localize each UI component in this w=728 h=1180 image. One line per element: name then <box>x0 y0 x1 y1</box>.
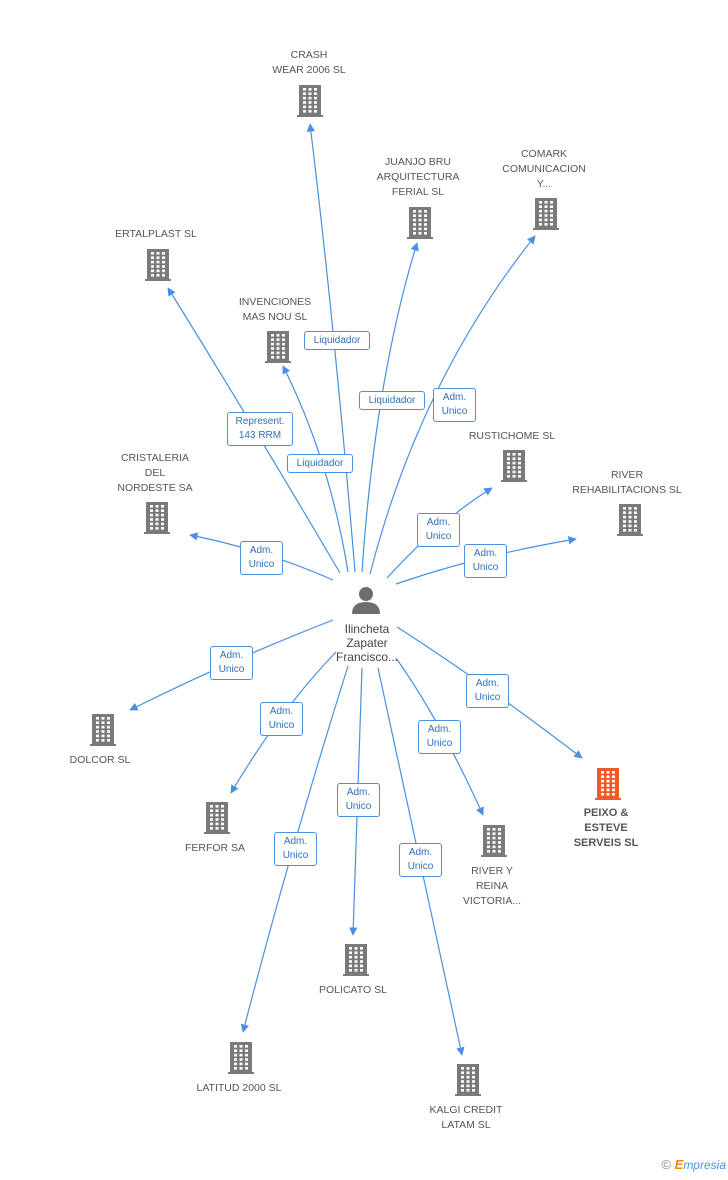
role-badge-comark[interactable]: Adm. Unico <box>433 388 476 422</box>
role-badge-rustichome[interactable]: Adm. Unico <box>417 513 460 547</box>
company-label-juanjo[interactable]: JUANJO BRU ARQUITECTURA FERIAL SL <box>376 156 460 198</box>
role-badge-policato[interactable]: Adm. Unico <box>337 783 380 817</box>
role-badge-peixo[interactable]: Adm. Unico <box>466 674 509 708</box>
center-person-label[interactable]: Ilincheta Zapater Francisco... <box>335 622 398 664</box>
footer-credit: © Empresia <box>661 1157 726 1172</box>
role-badge-cristaleria[interactable]: Adm. Unico <box>240 541 283 575</box>
company-label-latitud[interactable]: LATITUD 2000 SL <box>196 1082 282 1094</box>
building-icon-crash[interactable] <box>297 85 323 117</box>
building-icon-cristaleria[interactable] <box>144 502 170 534</box>
company-label-policato[interactable]: POLICATO SL <box>319 984 387 996</box>
building-icon-peixo[interactable] <box>595 768 621 800</box>
company-label-rustichome[interactable]: RUSTICHOME SL <box>468 430 556 442</box>
company-label-invenciones[interactable]: INVENCIONES MAS NOU SL <box>238 296 312 323</box>
company-label-cristaleria[interactable]: CRISTALERIA DEL NORDESTE SA <box>117 452 193 494</box>
building-icon-policato[interactable] <box>343 944 369 976</box>
role-badge-crash[interactable]: Liquidador <box>304 331 370 350</box>
building-icon-latitud[interactable] <box>228 1042 254 1074</box>
brand-logo-initial: E <box>674 1157 684 1172</box>
role-badge-ferfor[interactable]: Adm. Unico <box>260 702 303 736</box>
building-icon-river_rehab[interactable] <box>617 504 643 536</box>
company-label-ertalplast[interactable]: ERTALPLAST SL <box>115 228 197 240</box>
role-badge-dolcor[interactable]: Adm. Unico <box>210 646 253 680</box>
company-label-dolcor[interactable]: DOLCOR SL <box>69 754 131 766</box>
role-badge-invenciones[interactable]: Liquidador <box>287 454 353 473</box>
brand-logo-text[interactable]: mpresia <box>683 1158 726 1172</box>
building-icon-kalgi[interactable] <box>455 1064 481 1096</box>
role-badge-kalgi[interactable]: Adm. Unico <box>399 843 442 877</box>
building-icon-comark[interactable] <box>533 198 559 230</box>
role-badge-river_rehab[interactable]: Adm. Unico <box>464 544 507 578</box>
building-icon-river_reina[interactable] <box>481 825 507 857</box>
building-icon-ferfor[interactable] <box>204 802 230 834</box>
building-icon-juanjo[interactable] <box>407 207 433 239</box>
role-badge-juanjo[interactable]: Liquidador <box>359 391 425 410</box>
building-icon-ertalplast[interactable] <box>145 249 171 281</box>
company-label-comark[interactable]: COMARK COMUNICACION Y... <box>502 148 586 190</box>
company-label-crash[interactable]: CRASH WEAR 2006 SL <box>272 49 346 76</box>
company-label-ferfor[interactable]: FERFOR SA <box>184 842 246 854</box>
role-badge-river_reina[interactable]: Adm. Unico <box>418 720 461 754</box>
role-badge-ertalplast[interactable]: Represent. 143 RRM <box>227 412 293 446</box>
building-icon-dolcor[interactable] <box>90 714 116 746</box>
company-label-kalgi[interactable]: KALGI CREDIT LATAM SL <box>429 1104 503 1131</box>
copyright-symbol: © <box>661 1157 672 1172</box>
company-label-river_rehab[interactable]: RIVER REHABILITACIONS SL <box>572 469 682 496</box>
building-icon-invenciones[interactable] <box>265 331 291 363</box>
company-label-river_reina[interactable]: RIVER Y REINA VICTORIA... <box>462 865 522 907</box>
company-label-peixo[interactable]: PEIXO & ESTEVE SERVEIS SL <box>573 807 639 849</box>
role-badge-latitud[interactable]: Adm. Unico <box>274 832 317 866</box>
building-icon-rustichome[interactable] <box>501 450 527 482</box>
person-icon[interactable] <box>352 587 380 614</box>
